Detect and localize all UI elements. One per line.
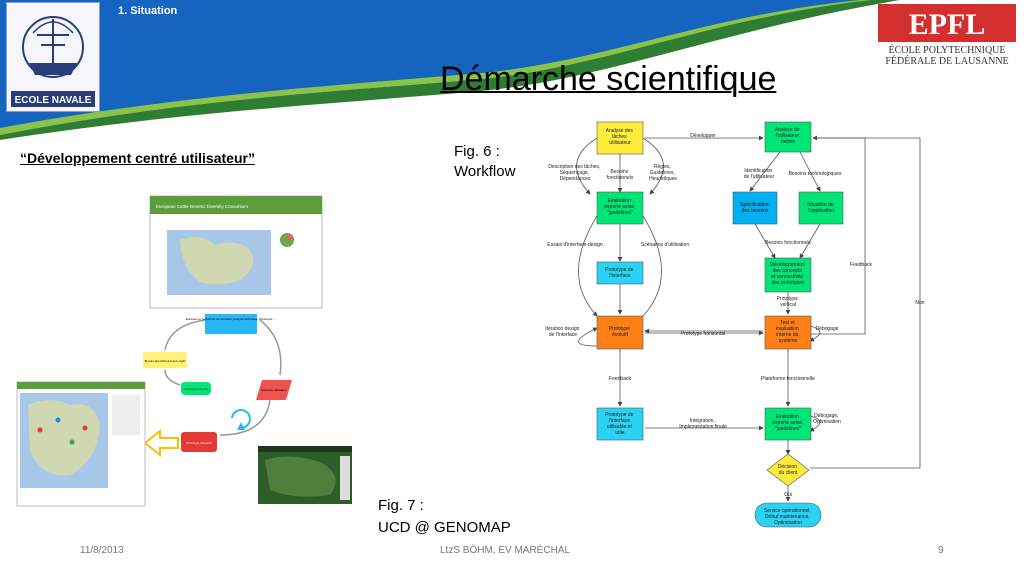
- fig6-label: Fig. 6 :: [454, 143, 500, 160]
- fig6-caption: Fig. 6 : Workflow: [454, 142, 515, 182]
- epfl-line2: FÉDÉRALE DE LAUSANNE: [885, 55, 1008, 66]
- workflow-diagram: Analyse des tâches utilisateur Evaluatio…: [545, 121, 925, 528]
- node-analyse-user-text: Analyse de l'utilisateur même: [775, 127, 801, 145]
- node-test: [764, 315, 812, 350]
- refresh-cycle-icon: [231, 409, 251, 430]
- node-specification-text: Spécification des besoins: [740, 202, 770, 214]
- ucd-box-green-label: Conception du site: [184, 387, 209, 391]
- fig7-caption: Fig. 7 : UCD @ GENOMAP: [378, 495, 511, 539]
- label-proto-vertical: Prototype vertical: [777, 296, 800, 308]
- label-feedback: Feedback: [609, 376, 631, 382]
- node-analyse-taches: [596, 121, 644, 155]
- footer-page-number: 9: [938, 545, 944, 556]
- label-oui: Oui: [784, 492, 792, 498]
- node-developpement: [764, 257, 812, 293]
- node-evaluation-1-text: Evaluation experte selon "guidelines": [604, 198, 635, 216]
- node-proto-evolutif: [596, 315, 644, 350]
- label-non: Non: [915, 300, 924, 306]
- ucd-box-top: [205, 314, 257, 334]
- screenshot-right: [258, 446, 352, 504]
- ecole-navale-text: ECOLE NAVALE: [15, 95, 92, 106]
- header-banner: [0, 0, 900, 140]
- label-proto-horizontal: Prototype horizontal: [681, 331, 725, 337]
- node-decision-text: Décision du client: [778, 464, 799, 476]
- label-developper: Développer: [690, 133, 716, 139]
- ucd-box-red-bottom: [181, 432, 217, 452]
- fig7-label: Fig. 7 :: [378, 497, 424, 514]
- ucd-box-red-bottom-label: Prototype interactif: [186, 441, 211, 445]
- ucd-box-left-label: Besoin des tâches à accomplir: [145, 359, 186, 363]
- node-service: [754, 502, 822, 528]
- node-specification: [732, 191, 778, 225]
- ecole-navale-emblem-icon: ECOLE NAVALE: [11, 16, 95, 107]
- screenshot-top-title: European Cattle Genetic Diversity Consor…: [156, 204, 248, 209]
- label-plateforme: Plateforme fonctionnelle: [761, 376, 815, 382]
- epfl-logo: EPFL ÉCOLE POLYTECHNIQUE FÉDÉRALE DE LAU…: [874, 4, 1020, 67]
- node-analyse-user: [764, 121, 812, 153]
- label-regles: Règles, Guidelines, Heuristiques: [649, 164, 677, 182]
- ucd-box-green: [181, 382, 211, 395]
- label-debogage-optimisation: Débogage, Optimisation: [813, 413, 841, 425]
- epfl-line1: ÉCOLE POLYTECHNIQUE: [888, 44, 1005, 56]
- label-besoins-fonctionnels: Besoins fonctionnels: [607, 169, 634, 181]
- label-essais: Essais d'interface-design: [547, 242, 603, 248]
- node-proto-interface-text: Prototype de l'interface: [605, 267, 635, 279]
- node-proto-interface: [596, 261, 644, 285]
- node-analyse-taches-text: Analyse des tâches utilisateur: [606, 128, 635, 146]
- label-besoins-techno: Besoins technologiques: [789, 171, 842, 177]
- footer-date: 11/8/2013: [80, 545, 124, 556]
- epfl-wordmark: EPFL: [909, 8, 986, 41]
- node-test-text: Test et évaluation interne du système: [776, 320, 800, 344]
- label-description: Description des tâches, Séquençage, Dépe…: [548, 164, 601, 182]
- page-title: Démarche scientifique: [440, 60, 777, 98]
- label-identification: Identification de l'utilisateur: [744, 168, 775, 180]
- node-proto-final-text: Prototype de l'interface utilisable et u…: [605, 412, 635, 436]
- ucd-box-red-right: [256, 380, 292, 400]
- node-proto-evolutif-text: Prototype évolutif: [609, 326, 632, 338]
- node-developpement-text: Développement des concepts et connectivi…: [770, 262, 806, 286]
- node-situation-text: Situation de l'application: [807, 202, 835, 214]
- node-service-text: Service opérationnel, Début maintenance,…: [764, 508, 812, 526]
- node-evaluation-2-text: Evaluation experte selon "guidelines": [772, 414, 803, 432]
- subtitle: “Développement centré utilisateur”: [20, 150, 255, 166]
- ucd-box-left: [143, 352, 187, 368]
- section-label: 1. Situation: [118, 5, 178, 17]
- ecole-navale-logo: ECOLE NAVALE: [6, 2, 100, 112]
- screenshot-top: European Cattle Genetic Diversity Consor…: [149, 195, 323, 309]
- fig7-name: UCD @ GENOMAP: [378, 519, 511, 536]
- node-proto-final: [596, 407, 644, 441]
- ucd-figure: European Cattle Genetic Diversity Consor…: [16, 195, 352, 507]
- label-feedback-right: Feedback: [850, 262, 872, 268]
- node-decision: [766, 453, 810, 487]
- footer-author: LtzS BÖHM, EV MARÉCHAL: [440, 545, 571, 556]
- ucd-box-top-label: Entretien et recherche de données; analy…: [186, 317, 277, 321]
- label-integration: Intégration, Implementation finale: [679, 418, 727, 430]
- screenshot-left: [16, 381, 146, 507]
- node-situation: [798, 191, 844, 225]
- label-scenarios: Scénarios d'utilisation: [641, 242, 689, 248]
- label-besoins-fonctionnels-2: Besoins fonctionnels: [765, 240, 811, 246]
- label-iteration: Itération design de l'interface: [545, 326, 581, 338]
- label-debogage: Débogage: [815, 326, 838, 332]
- ucd-box-red-right-label: Scénario utilisateur: [261, 388, 287, 392]
- fig6-name: Workflow: [454, 163, 516, 180]
- arrow-left-icon: [143, 428, 179, 458]
- node-evaluation-2: [764, 407, 812, 441]
- node-evaluation-1: [596, 191, 644, 225]
